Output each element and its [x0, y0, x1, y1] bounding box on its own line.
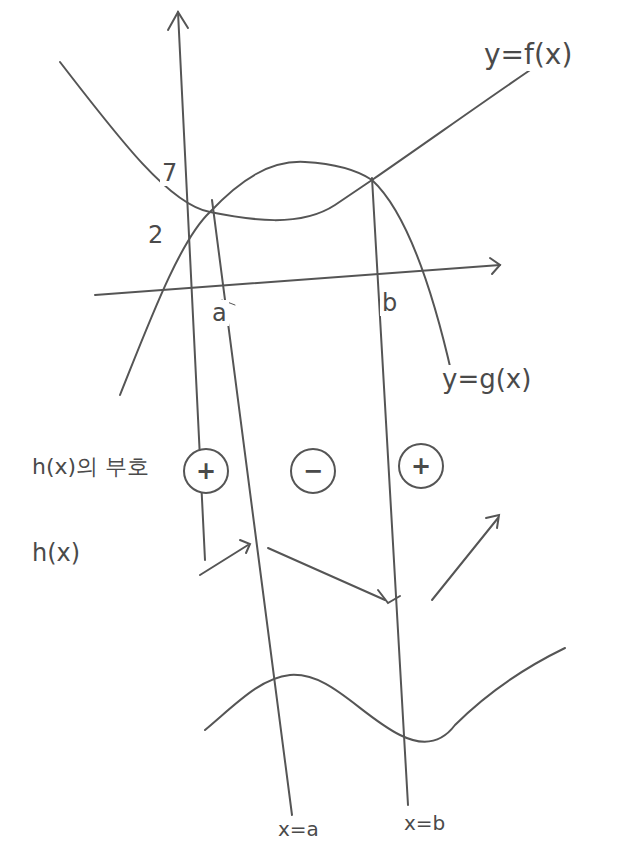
sign-circle: − [290, 448, 336, 494]
arrowhead [486, 515, 499, 528]
curve-label: y=f(x) [482, 40, 574, 71]
row-label: h(x) [30, 540, 82, 566]
axis-arrow [168, 12, 188, 30]
sign-text: + [411, 452, 431, 480]
increase-arrow [432, 518, 498, 600]
line-x-b [372, 178, 408, 805]
arrowhead [240, 540, 250, 553]
line-label: x=a [276, 818, 321, 840]
sign-circle: + [183, 448, 229, 494]
x-axis [95, 265, 500, 295]
curve-g [120, 162, 452, 395]
curve-f [60, 60, 545, 220]
axis-point: b [380, 290, 399, 316]
increase-arrow [200, 545, 248, 575]
line-label: x=b [402, 812, 447, 834]
curve-label: y=g(x) [440, 365, 533, 394]
sign-text: − [303, 457, 323, 485]
sign-text: + [196, 457, 216, 485]
sign-circle: + [398, 443, 444, 489]
line-x-a [212, 200, 292, 815]
arrowhead [378, 590, 400, 603]
value-label: 7 [160, 160, 179, 186]
axis-arrow [490, 258, 500, 274]
curve-h [205, 648, 565, 742]
value-label: 2 [146, 222, 165, 248]
row-label: h(x)의 부호 [30, 455, 151, 479]
axis-point: a [210, 300, 229, 326]
decrease-line [268, 548, 385, 600]
